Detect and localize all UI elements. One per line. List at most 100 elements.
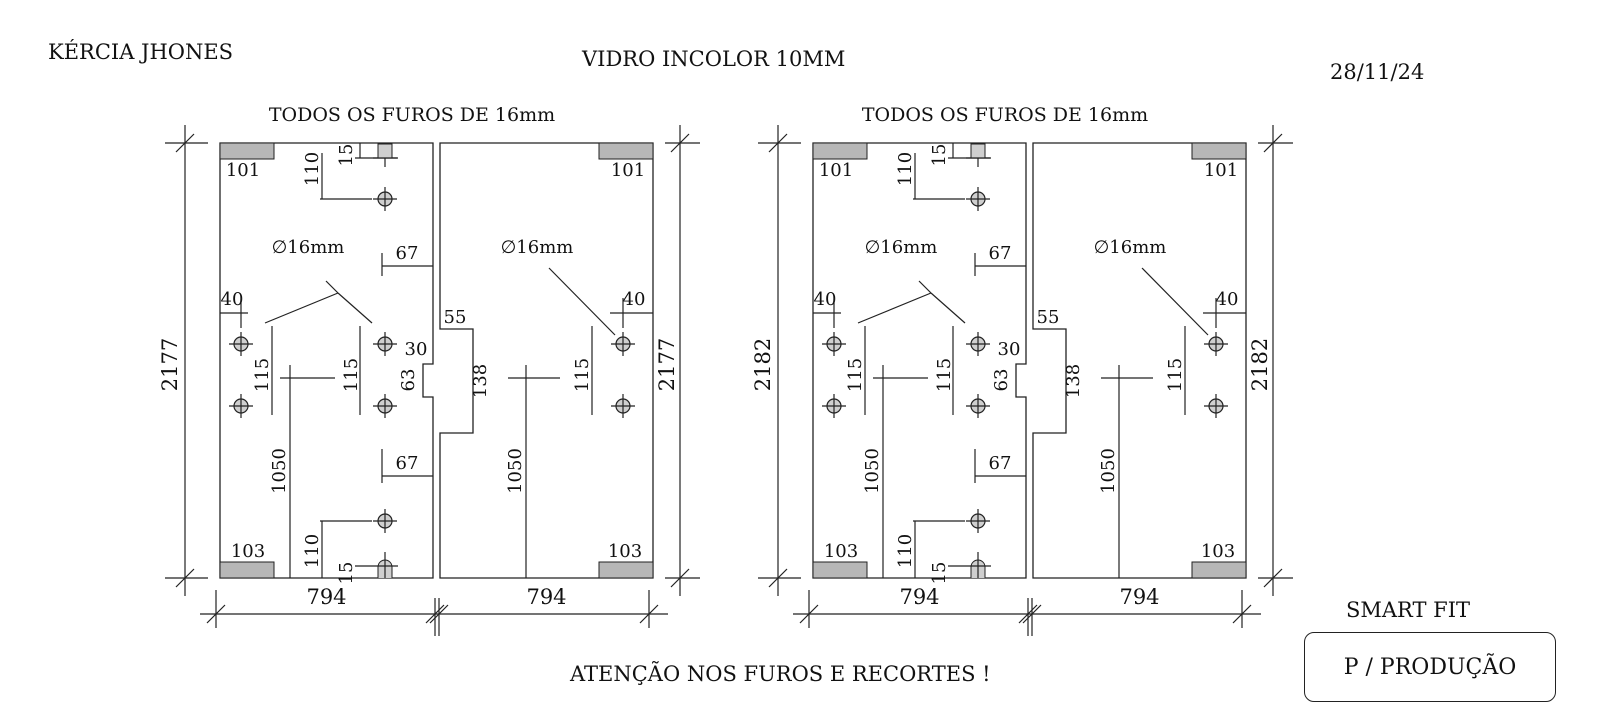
production-stamp: P / PRODUÇÃO bbox=[1304, 632, 1556, 702]
dimension-tick bbox=[639, 604, 659, 624]
dimension-label: 138 bbox=[1063, 364, 1084, 398]
corner-label: 103 bbox=[231, 541, 265, 562]
corner-fitting bbox=[1191, 561, 1247, 579]
corner-fitting bbox=[1191, 142, 1247, 160]
dimension-tick bbox=[1263, 133, 1283, 153]
leader-line bbox=[337, 292, 373, 324]
glass-panel-left bbox=[219, 142, 434, 579]
dimension-label: 40 bbox=[814, 289, 837, 310]
project-name: SMART FIT bbox=[1346, 598, 1471, 622]
leader-line bbox=[264, 292, 339, 324]
width-label: 794 bbox=[306, 585, 346, 609]
drawing-title: TODOS OS FUROS DE 16mm bbox=[862, 104, 1148, 126]
dimension-label: 67 bbox=[396, 453, 419, 474]
hole-diameter-label: ∅16mm bbox=[272, 237, 345, 258]
width-label: 794 bbox=[899, 585, 939, 609]
dimension-label: 110 bbox=[895, 152, 916, 186]
corner-fitting bbox=[598, 561, 654, 579]
dimension-label: 110 bbox=[302, 152, 323, 186]
dimension-label: 138 bbox=[470, 364, 491, 398]
dimension-tick bbox=[768, 133, 788, 153]
dimension-label: 15 bbox=[929, 562, 950, 585]
dimension-label: 67 bbox=[989, 453, 1012, 474]
dimension-label: 115 bbox=[572, 358, 593, 392]
dimension-tick bbox=[1263, 568, 1283, 588]
corner-label: 101 bbox=[226, 160, 260, 181]
dimension-tick bbox=[670, 568, 690, 588]
date-label: 28/11/24 bbox=[1330, 60, 1425, 84]
dimension-tick bbox=[429, 604, 449, 624]
dimension-label: 1050 bbox=[269, 448, 290, 494]
dimension-tick bbox=[175, 133, 195, 153]
hole-diameter-label: ∅16mm bbox=[1094, 237, 1167, 258]
dimension-label: 67 bbox=[989, 243, 1012, 264]
client-name: KÉRCIA JHONES bbox=[48, 40, 234, 64]
dimension-label: 115 bbox=[252, 358, 273, 392]
width-label: 794 bbox=[1119, 585, 1159, 609]
dimension-label: 40 bbox=[221, 289, 244, 310]
height-label: 2177 bbox=[655, 338, 679, 391]
corner-label: 101 bbox=[1204, 160, 1238, 181]
warning-note: ATENÇÃO NOS FUROS E RECORTES ! bbox=[570, 662, 991, 686]
dimension-label: 110 bbox=[895, 534, 916, 568]
corner-label: 103 bbox=[824, 541, 858, 562]
height-label: 2182 bbox=[1248, 338, 1272, 391]
hole-diameter-label: ∅16mm bbox=[501, 237, 574, 258]
dimension-label: 40 bbox=[1216, 289, 1239, 310]
dimension-tick bbox=[799, 604, 819, 624]
leader-line bbox=[1141, 267, 1209, 336]
dimension-label: 1050 bbox=[1098, 448, 1119, 494]
edge-notch bbox=[970, 143, 986, 159]
drawing-title: TODOS OS FUROS DE 16mm bbox=[269, 104, 555, 126]
corner-fitting bbox=[598, 142, 654, 160]
corner-label: 101 bbox=[611, 160, 645, 181]
corner-label: 101 bbox=[819, 160, 853, 181]
height-label: 2182 bbox=[751, 338, 775, 391]
dimension-label: 30 bbox=[998, 339, 1021, 360]
glass-panel-left bbox=[812, 142, 1027, 579]
glass-panel-right bbox=[439, 142, 654, 579]
dimension-tick bbox=[206, 604, 226, 624]
leader-line bbox=[857, 292, 932, 324]
dimension-label: 40 bbox=[623, 289, 646, 310]
hole-diameter-label: ∅16mm bbox=[865, 237, 938, 258]
dimension-label: 30 bbox=[405, 339, 428, 360]
leader-line bbox=[548, 267, 616, 336]
material-title: VIDRO INCOLOR 10MM bbox=[582, 47, 846, 71]
dimension-label: 55 bbox=[444, 307, 467, 328]
leader-line bbox=[930, 292, 966, 324]
dimension-label: 63 bbox=[398, 369, 419, 392]
dimension-label: 15 bbox=[336, 144, 357, 167]
glass-drawing: TODOS OS FUROS DE 16mm 101 101 103 103 15 110 6… bbox=[158, 104, 700, 636]
dimension-label: 1050 bbox=[505, 448, 526, 494]
dimension-tick bbox=[175, 568, 195, 588]
dimension-tick bbox=[1022, 604, 1042, 624]
leader-line bbox=[918, 280, 932, 294]
dimension-label: 115 bbox=[934, 358, 955, 392]
dimension-tick bbox=[1232, 604, 1252, 624]
dimension-label: 15 bbox=[929, 144, 950, 167]
dimension-label: 115 bbox=[845, 358, 866, 392]
dimension-tick bbox=[1018, 604, 1038, 624]
leader-line bbox=[325, 280, 339, 294]
corner-label: 103 bbox=[608, 541, 642, 562]
production-stamp-label: P / PRODUÇÃO bbox=[1343, 654, 1517, 680]
edge-notch bbox=[377, 143, 393, 159]
dimension-tick bbox=[768, 568, 788, 588]
corner-fitting bbox=[219, 142, 275, 160]
dimension-label: 55 bbox=[1037, 307, 1060, 328]
dimension-label: 63 bbox=[991, 369, 1012, 392]
width-label: 794 bbox=[526, 585, 566, 609]
corner-fitting bbox=[812, 561, 868, 579]
height-label: 2177 bbox=[158, 338, 182, 391]
corner-fitting bbox=[812, 142, 868, 160]
dimension-tick bbox=[425, 604, 445, 624]
dimension-label: 67 bbox=[396, 243, 419, 264]
corner-fitting bbox=[219, 561, 275, 579]
dimension-label: 15 bbox=[336, 562, 357, 585]
dimension-label: 115 bbox=[1165, 358, 1186, 392]
dimension-tick bbox=[670, 133, 690, 153]
dimension-label: 1050 bbox=[862, 448, 883, 494]
